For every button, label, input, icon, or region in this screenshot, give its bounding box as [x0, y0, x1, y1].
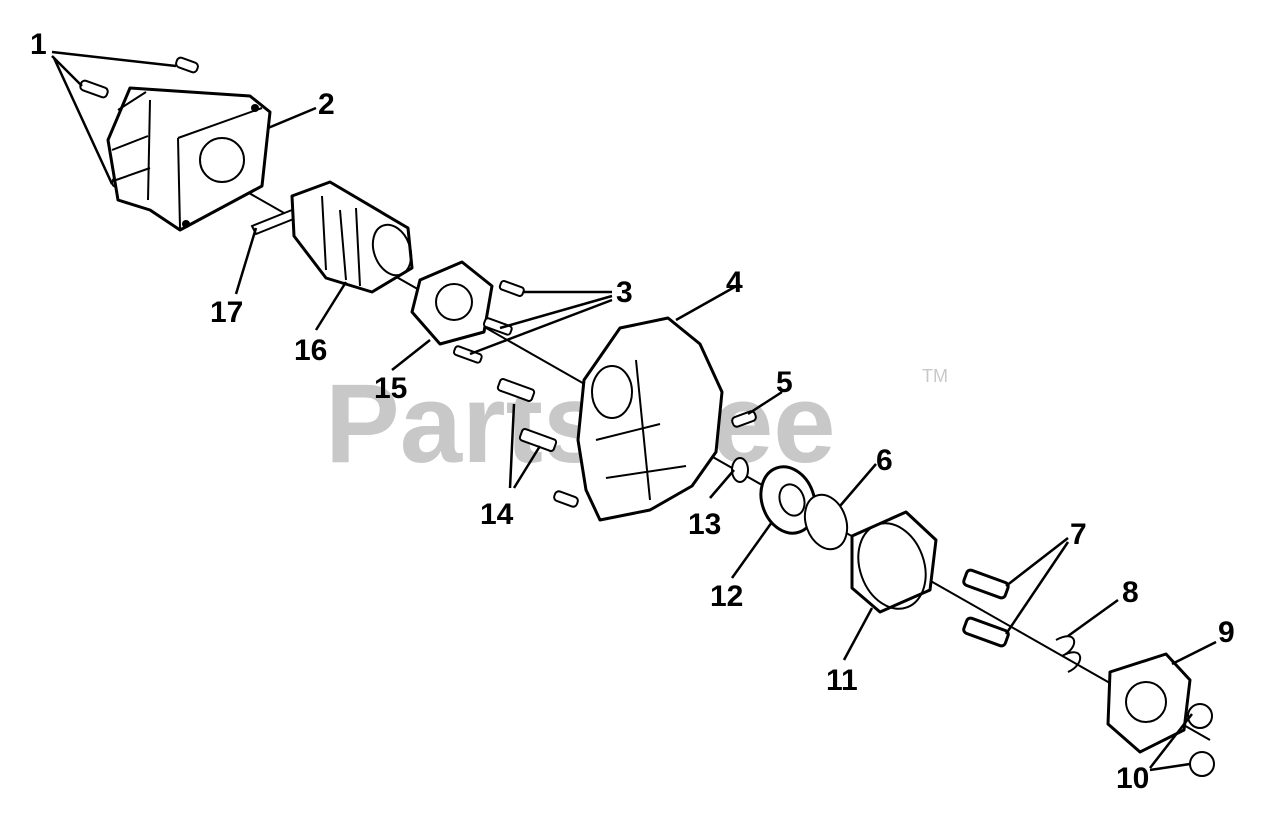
callout-9: 9	[1218, 616, 1235, 649]
callout-17: 17	[210, 296, 243, 329]
part-9-clutch	[1106, 652, 1192, 754]
callout-10: 10	[1116, 762, 1149, 795]
callout-2: 2	[318, 88, 335, 121]
callout-12: 12	[710, 580, 743, 613]
callout-6: 6	[876, 444, 893, 477]
callout-7: 7	[1070, 518, 1087, 551]
callouts: 1 2 3 4 5 6 7 8 9 10 11 12 13 14 15 16 1…	[30, 28, 1235, 795]
part-12-bearing	[759, 465, 817, 535]
part-15-plate	[410, 260, 494, 346]
callout-4: 4	[726, 266, 743, 299]
part-3-screws	[452, 279, 525, 364]
callout-15: 15	[374, 372, 407, 405]
callout-14: 14	[480, 498, 514, 531]
part-10-washers	[1187, 703, 1215, 777]
part-11-clutch-drum	[850, 510, 938, 614]
callout-16: 16	[294, 334, 327, 367]
part-4-crankcase	[576, 316, 724, 522]
callout-3: 3	[616, 276, 633, 309]
part-13-washer	[731, 457, 749, 483]
part-17-pin	[250, 208, 298, 236]
part-5-key	[731, 410, 757, 428]
part-16-piston	[290, 180, 414, 294]
callout-1: 1	[30, 28, 47, 61]
part-2-cylinder	[106, 86, 272, 232]
callout-13: 13	[688, 508, 721, 541]
part-6-snap-ring	[803, 493, 849, 551]
callout-5: 5	[776, 366, 793, 399]
leader-lines	[51, 50, 1217, 772]
part-14-bolts	[496, 378, 579, 508]
callout-11: 11	[826, 664, 858, 697]
callout-8: 8	[1122, 576, 1139, 609]
part-8-spring	[1055, 635, 1082, 673]
part-7-bolts	[962, 568, 1010, 648]
watermark-trademark: TM	[922, 366, 948, 386]
